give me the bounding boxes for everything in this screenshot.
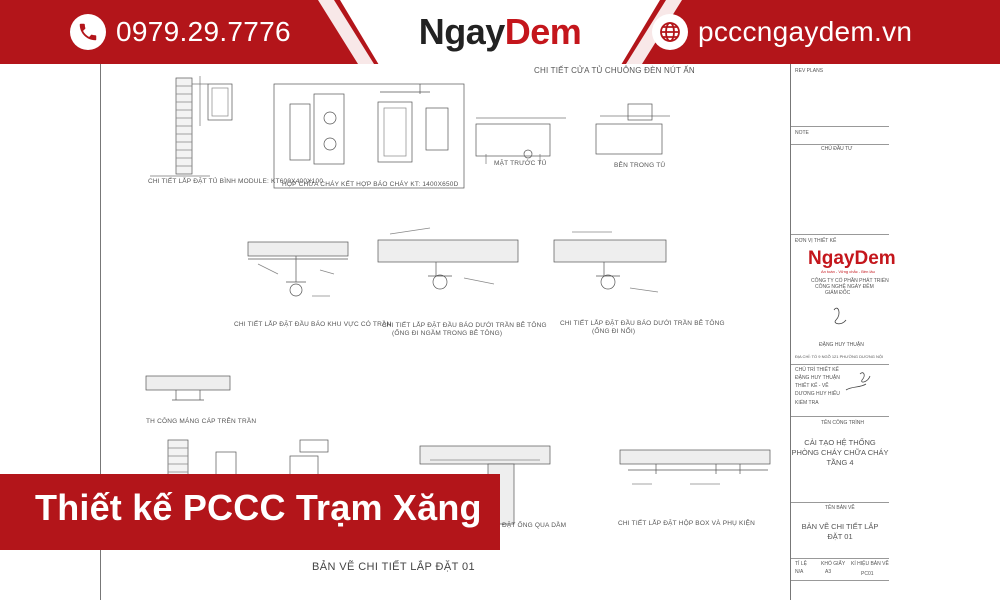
tb-drawing-1: BẢN VẼ CHI TIẾT LẮP	[801, 522, 879, 531]
tb-director-name: ĐẶNG HUY THUẬN	[819, 342, 864, 348]
drawing-top-header: CHI TIẾT CỬA TỦ CHUÔNG ĐÈN NÚT ẤN	[534, 66, 695, 75]
cad-drawing	[145, 76, 771, 525]
caption-title: Thiết kế PCCC Trạm Xăng	[35, 487, 482, 528]
tb-project-label: TÊN CÔNG TRÌNH	[821, 420, 864, 426]
tb-logo-part-1: Ngay	[808, 248, 855, 269]
detail-ceiling-2	[377, 227, 519, 290]
tb-project-3: TẦNG 4	[826, 458, 854, 467]
drawing-detail-9: CHI TIẾT LẮP ĐẶT HỘP BOX VÀ PHỤ KIỆN	[618, 520, 755, 527]
tb-lead-name: ĐẶNG HUY THUẬN	[795, 375, 840, 381]
drawing-detail-8: ĐẶT ỐNG QUA DẦM	[502, 522, 567, 529]
drawing-detail-3a: MẶT TRƯỚC TỦ	[494, 160, 547, 167]
drawing-sheet	[100, 64, 890, 600]
drawing-sheet-title: BẢN VẼ CHI TIẾT LẮP ĐẶT 01	[312, 561, 476, 573]
tb-project-1: CẢI TẠO HỆ THỐNG	[804, 438, 876, 447]
banner-logo-panel	[340, 0, 660, 64]
tb-paper: A3	[825, 569, 832, 575]
title-block-logo: NgayDem	[808, 248, 896, 270]
detail-cable-tray	[145, 375, 231, 401]
tb-scale-label: TỈ LỆ	[795, 561, 807, 567]
brand-logo-part-1: Ngay	[418, 11, 506, 52]
caption-panel	[0, 474, 500, 550]
drawing-detail-3b: BÊN TRONG TỦ	[614, 162, 666, 169]
drawing-detail-6b: (ỐNG ĐI NỔI)	[592, 328, 636, 335]
top-banner	[0, 0, 1000, 64]
detail-push-button	[475, 103, 670, 164]
tb-logo-part-2: Dem	[854, 248, 896, 269]
tb-code-label: KÍ HIỆU BẢN VẼ	[851, 561, 889, 567]
tb-code: PC01	[861, 571, 874, 577]
drawing-detail-4: CHI TIẾT LẮP ĐẶT ĐẦU BÁO KHU VỰC CÓ TRẦN	[234, 321, 392, 328]
tb-design-lead: CHỦ TRÌ THIẾT KẾ	[795, 367, 839, 373]
tb-project-2: PHÒNG CHÁY CHỮA CHÁY	[791, 448, 889, 457]
drawing-detail-1: CHI TIẾT LẮP ĐẶT TỦ BÌNH MODULE: KT600X4…	[148, 178, 324, 185]
tb-director-title: GIÁM ĐỐC	[825, 290, 851, 296]
tb-note: NOTE	[795, 130, 809, 136]
tb-drafter-name: DƯƠNG HUY HIẾU	[795, 391, 840, 397]
title-block: REV PLANS NOTE CHỦ ĐẦU TƯ ĐƠN VỊ THIẾT K…	[790, 64, 889, 600]
website-url: pcccngaydem.vn	[698, 16, 913, 47]
detail-ceiling-3	[553, 231, 667, 293]
tb-scale: N/A	[795, 569, 804, 575]
phone-icon	[70, 14, 106, 50]
tb-checker: KIỂM TRA	[795, 400, 819, 406]
drawing-detail-5a: CHI TIẾT LẮP ĐẶT ĐẦU BÁO DƯỚI TRẦN BÊ TÔ…	[382, 322, 547, 329]
detail-box-accessories	[619, 449, 771, 485]
brand-logo[interactable]: NgayDem	[386, 11, 614, 53]
tb-drafter: THIẾT KẾ - VẼ	[795, 383, 829, 389]
drawing-detail-5b: (ỐNG ĐI NGẦM TRONG BÊ TÔNG)	[392, 330, 503, 337]
tb-drawing-2: ĐẶT 01	[827, 532, 853, 541]
tb-slogan: An toàn - Vững chắc - Bền lâu	[821, 269, 875, 274]
detail-wall-cabinet	[150, 76, 233, 177]
tb-owner: CHỦ ĐẦU TƯ	[821, 146, 853, 152]
tb-designer-unit: ĐƠN VỊ THIẾT KẾ	[795, 238, 837, 244]
phone-contact[interactable]: 0979.29.7776	[70, 12, 291, 52]
drawing-detail-2: HỘP CHỮA CHÁY KẾT HỢP BÁO CHÁY KT: 1400X…	[282, 181, 459, 188]
website-contact[interactable]: pcccngaydem.vn	[652, 12, 912, 52]
detail-ceiling-1	[247, 241, 349, 297]
tb-company-2: CÔNG NGHỆ NGÀY ĐÊM	[815, 284, 874, 290]
phone-number: 0979.29.7776	[116, 16, 291, 47]
drawing-detail-6a: CHI TIẾT LẮP ĐẶT ĐẦU BÁO DƯỚI TRẦN BÊ TÔ…	[560, 320, 725, 327]
signature-marks	[833, 307, 871, 391]
tb-paper-label: KHỔ GIẤY	[821, 561, 846, 567]
globe-icon	[652, 14, 688, 50]
tb-address: ĐỊA CHỈ: TỔ 9 NGÕ 121 PHƯỜNG DƯƠNG NỘI	[795, 354, 884, 359]
brand-logo-part-2: Dem	[504, 11, 582, 52]
drawing-detail-7: TH CÔNG MÁNG CÁP TRÊN TRẦN	[146, 418, 257, 425]
tb-company-1: CÔNG TY CỔ PHẦN PHÁT TRIỂN	[811, 278, 889, 284]
tb-drawing-label: TÊN BẢN VẼ	[825, 505, 855, 511]
tb-rev: REV PLANS	[795, 68, 824, 74]
detail-hydrant-box	[273, 83, 465, 189]
